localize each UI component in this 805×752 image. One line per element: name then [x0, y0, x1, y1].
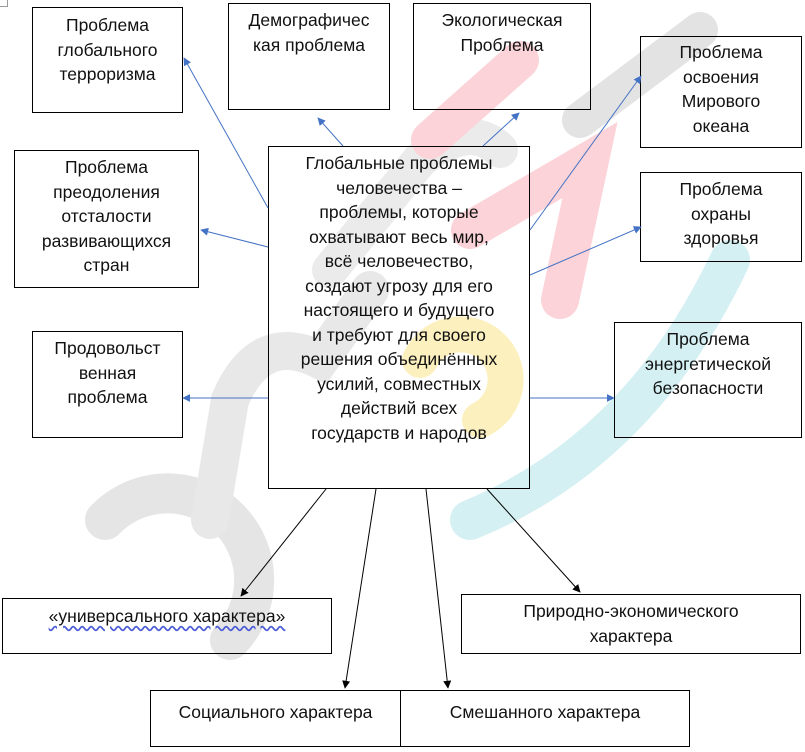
category-box-universal: «универсального характера»: [2, 598, 332, 654]
problem-label-ocean: Проблема освоения Мирового океана: [679, 42, 763, 136]
problem-box-ocean: Проблема освоения Мирового океана: [640, 36, 802, 148]
problem-label-ecological: Экологическая Проблема: [441, 10, 563, 55]
category-box-social: Социального характера: [150, 690, 401, 747]
watermark-o: [402, 316, 524, 438]
category-box-mixed: Смешанного характера: [400, 690, 690, 747]
problem-box-terrorism: Проблема глобального терроризма: [32, 7, 183, 113]
category-box-natural-economic: Природно-экономического характера: [461, 594, 801, 654]
problem-box-health: Проблема охраны здоровья: [640, 172, 802, 262]
watermark-u: [191, 271, 389, 539]
problem-box-food: Продовольст венная проблема: [32, 331, 183, 438]
category-label-social: Социального характера: [178, 702, 373, 722]
category-label-mixed: Смешанного характера: [449, 702, 641, 722]
problem-box-ecological: Экологическая Проблема: [413, 3, 591, 110]
category-label-universal: «универсального характера»: [48, 606, 286, 626]
problem-label-demographic: Демографичес кая проблема: [248, 10, 370, 55]
problem-label-food: Продовольст венная проблема: [54, 338, 161, 407]
problem-box-energy: Проблема энергетической безопасности: [614, 322, 802, 438]
corner-marker: [0, 0, 8, 7]
problem-box-demographic: Демографичес кая проблема: [228, 3, 390, 110]
central-definition-text: Глобальные проблемы человечества – пробл…: [300, 153, 498, 443]
category-label-natural-economic: Природно-экономического характера: [523, 601, 739, 646]
problem-label-terrorism: Проблема глобального терроризма: [57, 15, 158, 84]
problem-label-health: Проблема охраны здоровья: [679, 179, 763, 248]
problem-box-backwardness: Проблема преодоления отсталости развиваю…: [14, 150, 199, 288]
problem-label-energy: Проблема энергетической безопасности: [645, 329, 771, 398]
problem-label-backwardness: Проблема преодоления отсталости развиваю…: [41, 157, 172, 275]
central-definition-box: Глобальные проблемы человечества – пробл…: [268, 146, 530, 489]
